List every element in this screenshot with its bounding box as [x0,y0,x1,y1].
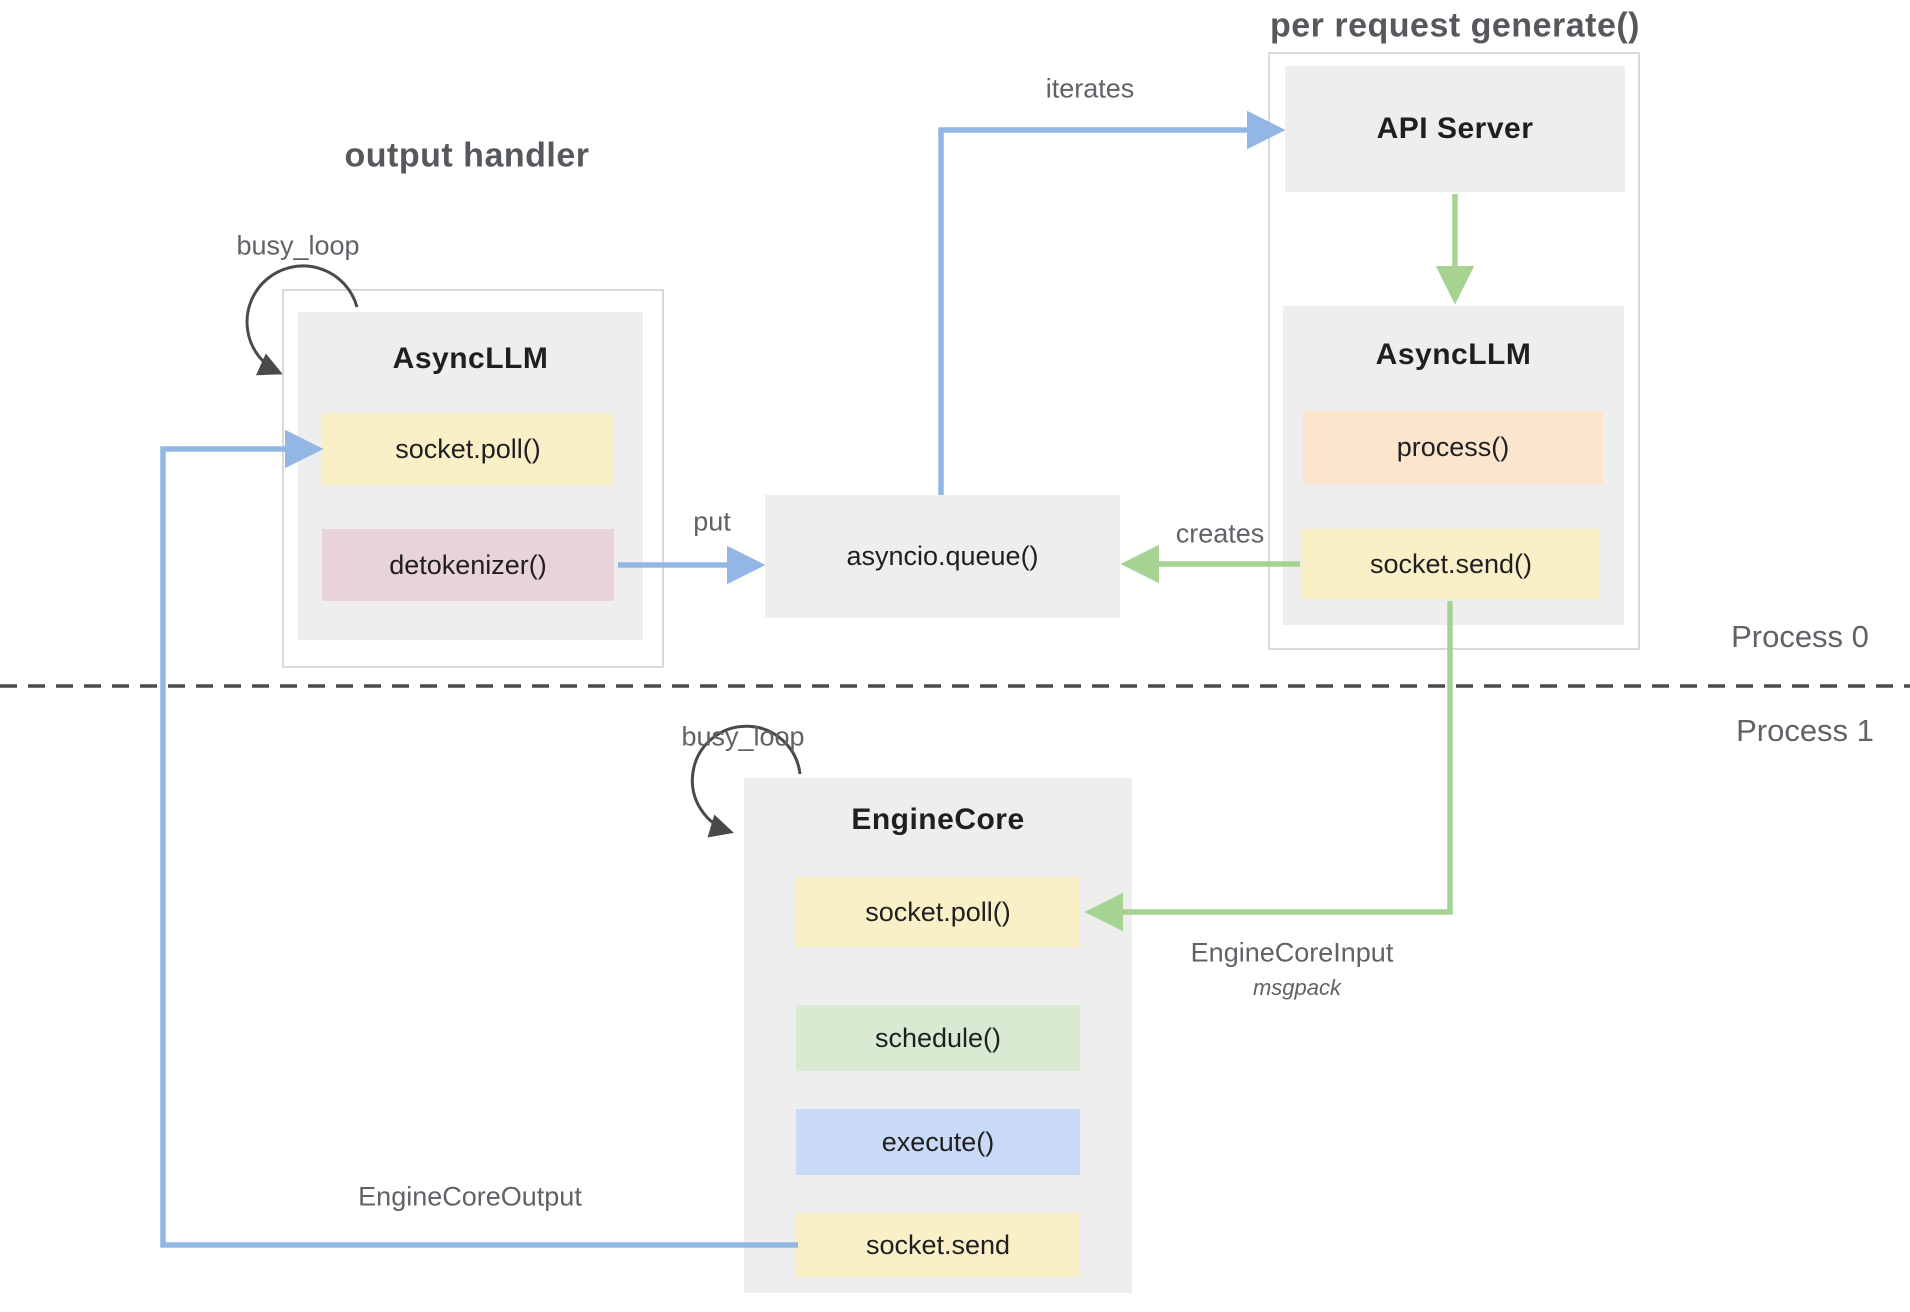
msgpack-label: msgpack [1252,975,1342,1000]
per-request-generate-title: per request generate() [1270,6,1640,45]
async-llm-left-detokenizer: detokenizer() [322,529,614,601]
asyncio-queue-box: asyncio.queue() [765,495,1120,618]
engine-core-socket-send: socket.send [796,1213,1080,1277]
engine-core-title: EngineCore [851,803,1025,836]
engine-core-box: EngineCore socket.poll() schedule() exec… [744,778,1132,1293]
busy-loop-label-output: busy_loop [236,230,360,261]
async-llm-right-title: AsyncLLM [1375,338,1532,371]
process-1-label: Process 1 [1736,713,1874,748]
engine-core-input-label: EngineCoreInput [1190,937,1394,968]
async-llm-left-socket-poll: socket.poll() [322,413,614,485]
engine-core-socket-poll: socket.poll() [796,877,1080,947]
busy-loop-label-engine: busy_loop [681,721,805,752]
iterates-label: iterates [1045,73,1135,104]
api-server-box: API Server [1285,66,1625,192]
output-handler-title: output handler [344,136,590,175]
creates-label: creates [1175,518,1265,549]
iterates-arrow [938,110,1286,495]
process-0-label: Process 0 [1731,619,1869,654]
engine-core-output-label: EngineCoreOutput [358,1181,582,1212]
api-server-title: API Server [1376,112,1534,145]
async-llm-right-box: AsyncLLM process() socket.send() [1283,306,1624,625]
engine-core-execute: execute() [796,1109,1080,1175]
async-llm-left-title: AsyncLLM [392,342,549,375]
async-llm-right-socket-send: socket.send() [1302,529,1600,599]
async-llm-right-process: process() [1303,411,1603,484]
engine-core-schedule: schedule() [796,1005,1080,1071]
async-llm-left-box: AsyncLLM socket.poll() detokenizer() [298,312,643,640]
put-label: put [693,506,731,537]
